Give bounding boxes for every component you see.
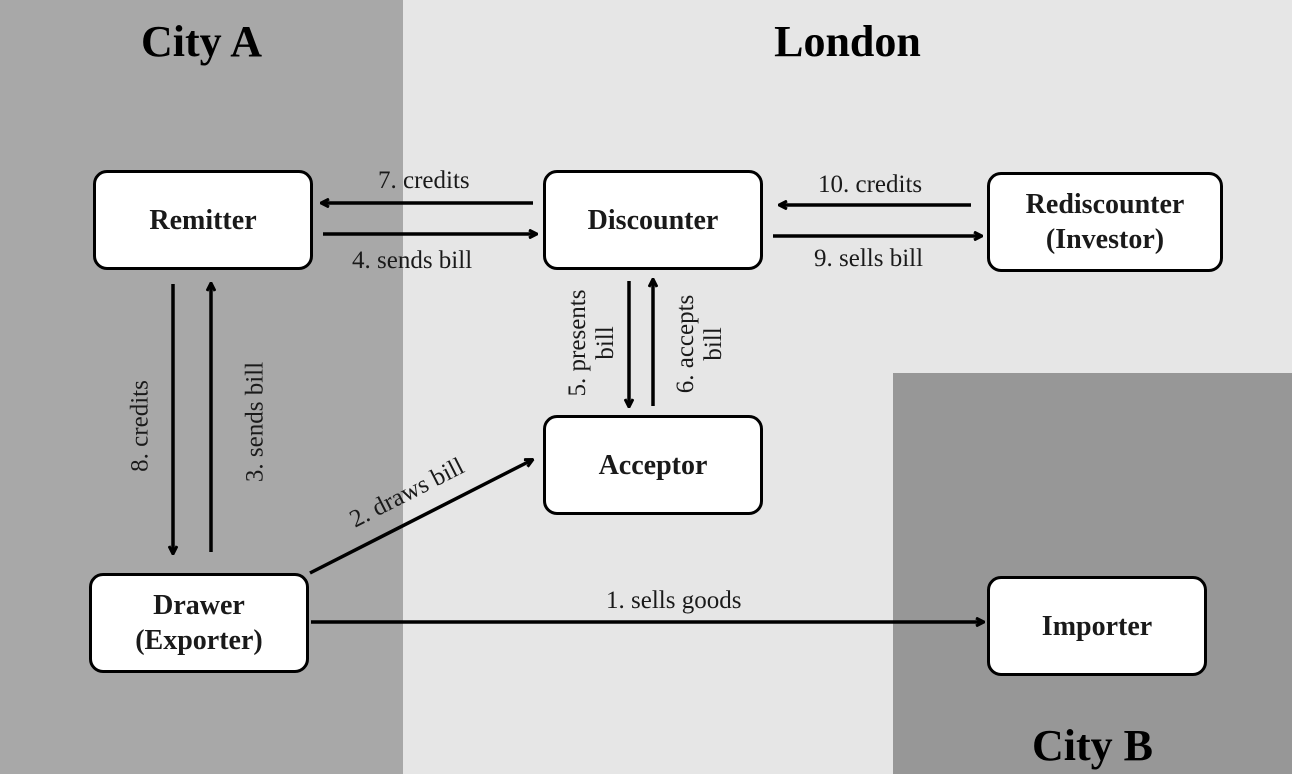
edge-label-credits-10: 10. credits — [818, 171, 923, 198]
edge-label-sends-bill-3: 3. sends bill — [241, 361, 269, 483]
region-title-london: London — [774, 17, 921, 66]
region-title-city-a: City A — [141, 17, 262, 66]
node-sublabel: (Exporter) — [135, 625, 263, 656]
edge-label-sells-bill: 9. sells bill — [814, 245, 924, 272]
node-label: Importer — [1041, 610, 1153, 642]
region-title-city-b: City B — [1032, 721, 1153, 770]
node-remitter: Remitter — [93, 170, 313, 270]
node-label: Discounter — [587, 204, 719, 236]
node-label: Remitter — [149, 204, 257, 236]
edge-label-accepts-bill-line2: bill — [700, 327, 727, 361]
arrow-draws-bill — [309, 460, 532, 575]
edge-label-accepts-bill: 6. accepts bill — [672, 295, 728, 394]
node-label: Rediscounter — [1025, 189, 1185, 220]
edge-label-sends-bill-4: 4. sends bill — [352, 247, 473, 274]
edge-label-presents-bill: 5. presents bill — [564, 290, 620, 397]
node-sublabel: (Investor) — [1045, 224, 1165, 255]
node-importer: Importer — [987, 576, 1207, 676]
node-rediscounter: Rediscounter (Investor) — [987, 172, 1223, 272]
edge-label-credits-8: 8. credits — [126, 380, 154, 472]
edge-label-sells-goods: 1. sells goods — [606, 587, 742, 614]
node-label: Drawer — [153, 590, 245, 621]
node-discounter: Discounter — [543, 170, 763, 270]
edge-label-presents-bill-line1: 5. presents — [564, 289, 591, 397]
region-city-b — [893, 373, 1292, 774]
edge-label-accepts-bill-line1: 6. accepts — [672, 294, 699, 394]
edge-label-presents-bill-line2: bill — [592, 326, 619, 360]
node-label: Acceptor — [598, 449, 708, 481]
edge-label-credits-7: 7. credits — [378, 167, 470, 194]
node-drawer: Drawer (Exporter) — [89, 573, 309, 673]
node-acceptor: Acceptor — [543, 415, 763, 515]
